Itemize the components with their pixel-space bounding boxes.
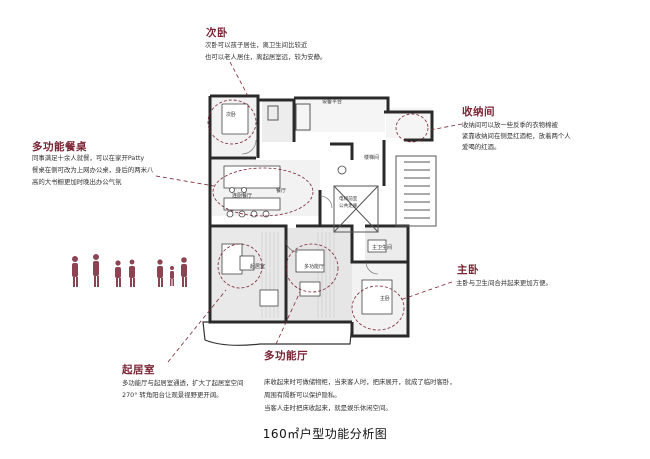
room-label-living: 起居室 [250, 264, 266, 270]
room-label-dining: 餐厅 [276, 188, 287, 194]
annotation-multi-line-1: 床收起来时可做储物柜，当来客人时，把床展开，就成了临时客卧， [264, 378, 456, 386]
annotation-title-dining: 多功能餐桌 [32, 141, 87, 153]
annotation-title-storage: 收纳间 [462, 106, 495, 118]
annotation-living-line-1: 多功能厅与起居室通透，扩大了起居室空间 [122, 379, 244, 387]
furniture [221, 103, 393, 315]
function-zones [207, 99, 429, 331]
annotation-storage-line-2: 紧靠收纳间在侧是红酒柜，放着两个人 [462, 132, 571, 140]
room-label-elevator: 电梯前室 公共走廊 [339, 197, 358, 209]
room-label-bedroom2: 次卧 [226, 112, 237, 118]
annotation-dining-line-2: 餐桌在侧可改为上网办公桌，身后的两米八 [32, 166, 154, 174]
annotation-multi-line-2: 周围有隔断可以保护隐私。 [264, 391, 341, 399]
diagram-caption: 160㎡户型功能分析图 [262, 427, 388, 441]
room-label-stair: 楼梯间 [364, 155, 380, 161]
room-label-master-bath: 主卫生间 [372, 245, 393, 251]
room-label-kitchen-dining: 连厨餐厅 [232, 193, 253, 199]
door-swings [241, 139, 379, 275]
annotation-bedroom2-line-2: 也可以老人居住，离起居室远，较为安静。 [205, 53, 327, 61]
annotation-title-living: 起居室 [122, 364, 155, 376]
annotation-storage-line-3: 爱喝的红酒。 [462, 143, 501, 151]
annotation-storage-line-1: 收纳间可以放一些反季的衣物棉被 [462, 121, 558, 129]
leader-lines [155, 61, 463, 363]
balcony-bottom [202, 321, 353, 346]
room-label-balcony: 设备平台 [322, 99, 343, 105]
annotation-living-line-2: 270° 转角阳台让观景视野更开阔。 [122, 391, 223, 399]
annotation-dining-line-1: 同事满足十余人就餐，可以在家开Patty [32, 154, 145, 162]
room-label-multi: 多功能厅 [304, 264, 325, 270]
human-figures [72, 254, 187, 287]
annotation-master-line-1: 主卧与卫生间合并起来更加方便。 [456, 279, 552, 287]
annotation-multi-line-3: 当客人走时把床收起来，就是娱乐休闲空间。 [264, 404, 392, 412]
annotation-title-master: 主卧 [457, 264, 479, 276]
annotation-dining-line-3: 高的大书橱更加时晚出办公气氛 [32, 178, 122, 186]
annotation-title-bedroom2: 次卧 [206, 27, 228, 39]
annotation-title-multi: 多功能厅 [264, 350, 308, 362]
partitions [267, 103, 437, 233]
annotation-bedroom2-line-1: 次卧可以孩子居住，离卫生间比较近 [205, 41, 308, 49]
walls [208, 94, 434, 338]
room-label-master: 主卧 [380, 296, 391, 302]
